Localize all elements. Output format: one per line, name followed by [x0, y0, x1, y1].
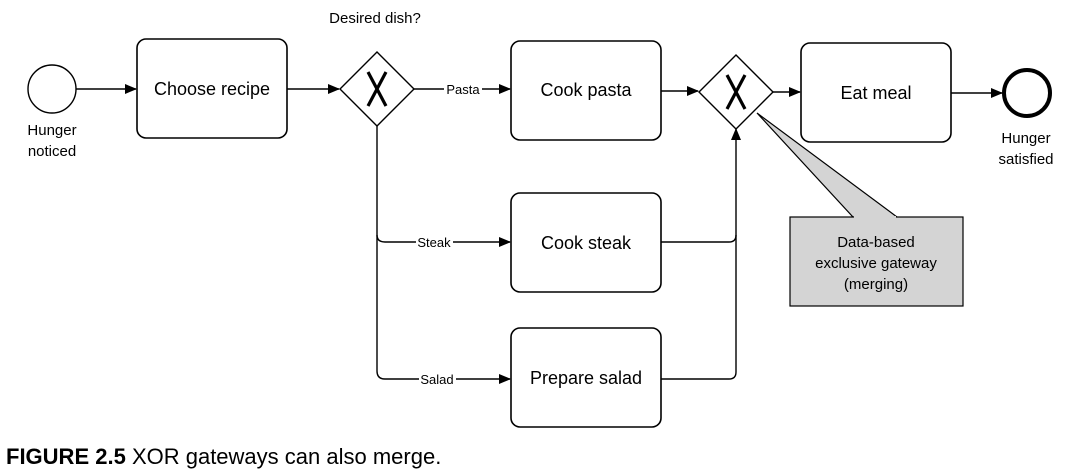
task-eat-meal-label: Eat meal — [840, 83, 911, 103]
annotation-line2: exclusive gateway — [815, 255, 937, 272]
bpmn-diagram: Hunger noticed Choose recipe Desired dis… — [27, 10, 1054, 428]
figure-caption: FIGURE 2.5 XOR gateways can also merge. — [6, 444, 441, 470]
figure-caption-text: XOR gateways can also merge. — [131, 444, 442, 469]
split-gateway-question: Desired dish? — [329, 10, 421, 27]
end-event[interactable] — [1002, 68, 1052, 118]
task-cook-pasta-label: Cook pasta — [540, 80, 632, 100]
task-choose-recipe-label: Choose recipe — [154, 79, 270, 99]
flow-split-down — [376, 126, 386, 380]
figure-number: FIGURE 2.5 — [6, 444, 126, 469]
edge-label-salad: Salad — [420, 372, 453, 387]
end-event-label-line1: Hunger — [1001, 130, 1050, 147]
split-gateway-x-icon — [366, 71, 388, 107]
annotation-line3: (merging) — [844, 276, 908, 293]
task-prepare-salad[interactable] — [510, 327, 662, 428]
edge-label-pasta: Pasta — [446, 82, 480, 97]
flow-steak-to-merge — [661, 234, 737, 243]
task-prepare-salad-label: Prepare salad — [530, 368, 642, 388]
start-event-label-line2: noticed — [28, 143, 76, 160]
annotation-line1: Data-based — [837, 234, 915, 251]
merge-gateway-x-icon — [725, 74, 747, 110]
edge-label-steak: Steak — [417, 235, 451, 250]
annotation-box — [789, 216, 964, 307]
end-event-label-line2: satisfied — [998, 151, 1053, 168]
flow-salad-to-merge — [661, 128, 741, 380]
start-event-label-line1: Hunger — [27, 122, 76, 139]
task-cook-steak-label: Cook steak — [541, 233, 632, 253]
flow-split-to-steak-corner — [376, 234, 386, 243]
start-event[interactable] — [27, 64, 77, 114]
